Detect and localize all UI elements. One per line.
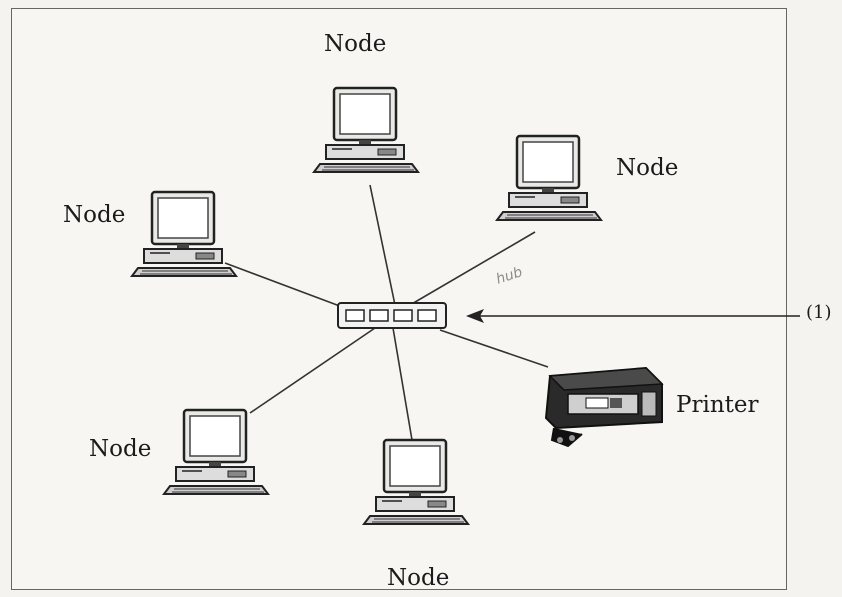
cable-bottom bbox=[392, 327, 413, 441]
node-label-left: Node bbox=[63, 202, 126, 228]
cable-printer bbox=[439, 329, 549, 368]
callout-arrow-head bbox=[466, 309, 484, 323]
cable-topright bbox=[409, 231, 536, 306]
printer-icon bbox=[544, 366, 664, 448]
computer-icon bbox=[312, 86, 420, 174]
computer-icon bbox=[362, 438, 470, 526]
cable-left bbox=[224, 262, 346, 309]
computer-icon bbox=[495, 134, 603, 222]
computer-icon bbox=[130, 190, 238, 278]
node-label-top: Node bbox=[324, 31, 387, 57]
printer-label: Printer bbox=[676, 392, 759, 418]
callout-label: (1) bbox=[806, 302, 832, 323]
cable-top bbox=[369, 184, 396, 306]
node-label-bottomleft: Node bbox=[89, 436, 152, 462]
node-label-bottom: Node bbox=[387, 565, 450, 591]
node-label-topright: Node bbox=[616, 155, 679, 181]
computer-icon bbox=[162, 408, 270, 496]
hub-icon bbox=[337, 302, 447, 329]
cable-bottomleft bbox=[249, 327, 376, 414]
